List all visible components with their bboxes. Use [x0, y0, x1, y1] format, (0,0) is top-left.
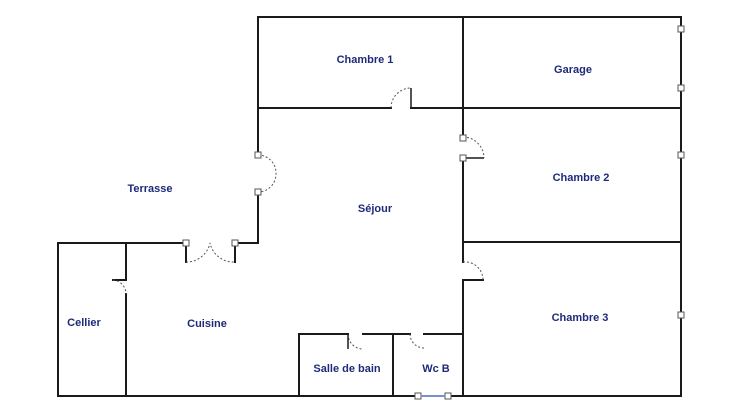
window-markers [182, 25, 685, 400]
label-terrasse: Terrasse [127, 183, 172, 195]
label-sejour: Séjour [358, 203, 393, 215]
label-salle-de-bain: Salle de bain [313, 363, 381, 375]
label-garage: Garage [554, 64, 592, 76]
door-chambre1 [390, 87, 412, 109]
label-chambre1: Chambre 1 [337, 54, 394, 66]
door-salle-de-bain [347, 333, 364, 350]
label-cellier: Cellier [67, 317, 101, 329]
doors [112, 87, 485, 350]
door-chambre2 [462, 136, 485, 159]
door-wc [409, 333, 425, 349]
label-wc: Wc B [422, 363, 450, 375]
door-terrasse-cuisine [185, 242, 236, 263]
walls [57, 16, 682, 397]
label-chambre2: Chambre 2 [553, 172, 610, 184]
label-cuisine: Cuisine [187, 318, 227, 330]
room-labels: Chambre 1 Garage Terrasse Séjour Chambre… [67, 54, 609, 375]
door-terrasse-sejour [257, 154, 277, 193]
label-chambre3: Chambre 3 [552, 312, 609, 324]
door-chambre3 [462, 261, 484, 281]
door-cellier [112, 279, 127, 295]
